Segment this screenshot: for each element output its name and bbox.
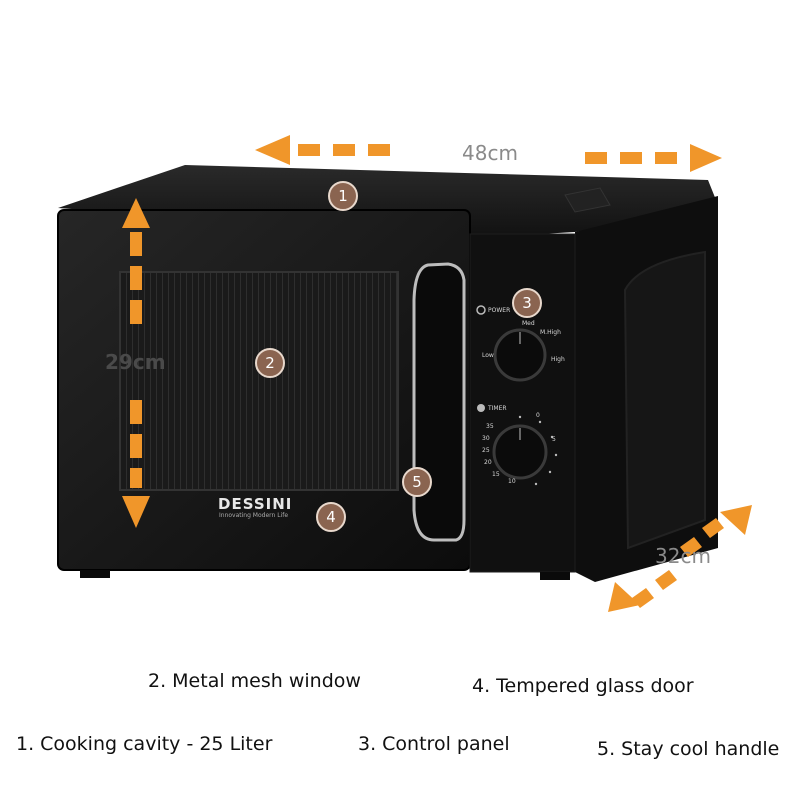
marker-4: 4 — [316, 502, 346, 532]
power-label: POWER — [488, 307, 511, 314]
timer-tick-35: 35 — [486, 423, 494, 430]
marker-3: 3 — [512, 288, 542, 318]
power-level-low: Low — [482, 352, 494, 359]
width-label: 48cm — [462, 141, 518, 165]
caption-cooking-cavity: 1. Cooking cavity - 25 Liter — [16, 733, 273, 755]
caption-glass-door: 4. Tempered glass door — [472, 675, 694, 697]
mesh-window — [119, 271, 399, 491]
brand-tagline: Innovating Modern Life — [219, 512, 289, 519]
door-handle — [412, 262, 466, 542]
power-dial[interactable] — [493, 328, 547, 382]
timer-tick-20: 20 — [484, 459, 492, 466]
power-level-high: High — [551, 356, 565, 363]
timer-tick-5: 5 — [552, 436, 556, 443]
timer-label: TIMER — [488, 405, 507, 412]
microwave-illustration — [57, 135, 752, 612]
depth-arrow — [608, 505, 752, 612]
power-level-mhigh: M.High — [540, 329, 561, 336]
marker-5: 5 — [402, 467, 432, 497]
control-panel — [469, 233, 576, 573]
timer-tick-0: 0 — [536, 412, 540, 419]
power-level-med: Med — [522, 320, 535, 327]
caption-handle: 5. Stay cool handle — [597, 738, 780, 760]
marker-1: 1 — [328, 181, 358, 211]
brand-logo: DESSINI — [218, 495, 293, 513]
height-arrow — [122, 198, 150, 528]
timer-dial[interactable] — [492, 424, 548, 480]
timer-tick-25: 25 — [482, 447, 490, 454]
depth-label: 32cm — [655, 544, 711, 568]
width-arrow — [255, 135, 722, 172]
height-label: 29cm — [105, 350, 166, 374]
timer-tick-15: 15 — [492, 471, 500, 478]
marker-2: 2 — [255, 348, 285, 378]
timer-tick-30: 30 — [482, 435, 490, 442]
caption-mesh-window: 2. Metal mesh window — [148, 670, 361, 692]
caption-control-panel: 3. Control panel — [358, 733, 510, 755]
timer-tick-10: 10 — [508, 478, 516, 485]
